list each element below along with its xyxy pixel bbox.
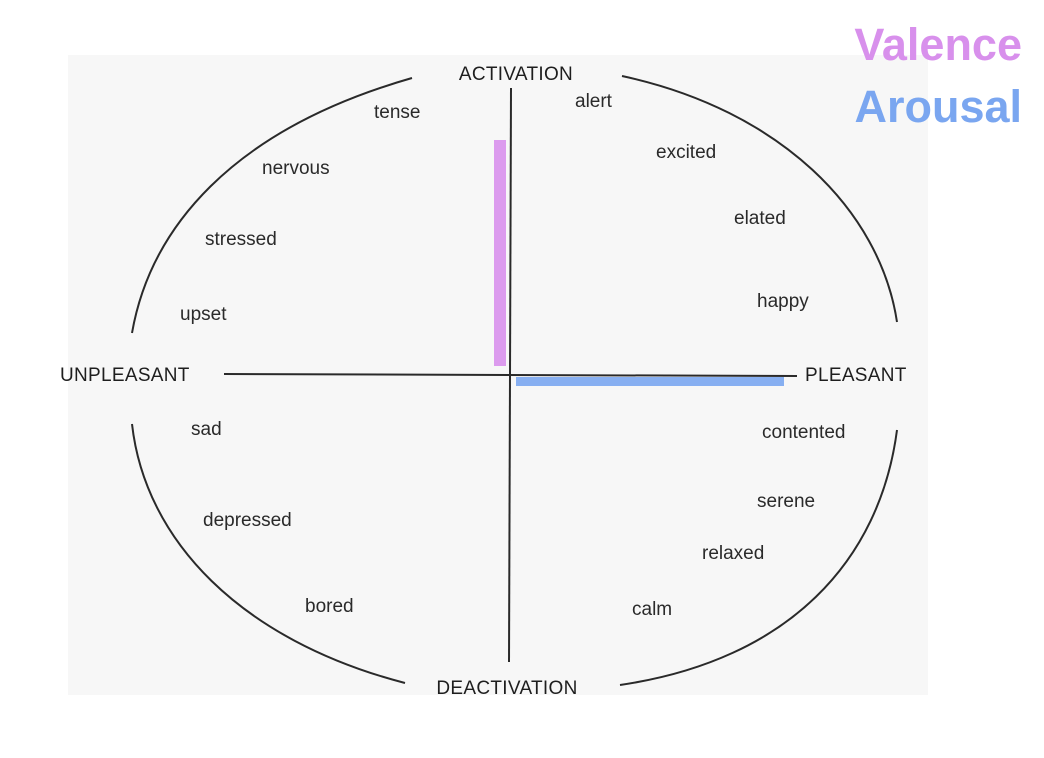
word-contented: contented [762,422,845,443]
outline-arc-top-right [621,75,898,323]
horizontal-axis [223,373,798,377]
word-alert: alert [575,91,613,112]
word-excited: excited [656,142,716,163]
word-tense: tense [374,102,420,123]
word-nervous: nervous [262,158,330,179]
word-calm: calm [632,599,672,620]
word-depressed: depressed [203,510,292,531]
legend-valence: Valence [854,19,1022,70]
word-sad: sad [191,419,222,440]
word-elated: elated [734,208,786,229]
outline-arc-bottom-right [619,429,898,686]
axis-label-left: UNPLEASANT [60,365,190,386]
valence-highlight-stroke [494,140,506,366]
word-upset: upset [180,304,227,325]
axis-label-top: ACTIVATION [459,64,573,85]
word-relaxed: relaxed [702,543,764,564]
word-stressed: stressed [205,229,277,250]
axis-label-bottom: DEACTIVATION [436,678,577,699]
legend-arousal: Arousal [854,81,1022,132]
word-serene: serene [757,491,815,512]
arousal-highlight-stroke [516,377,784,386]
word-bored: bored [305,596,354,617]
word-happy: happy [757,291,809,312]
circumplex-outline [131,75,898,686]
outline-arc-bottom-left [131,423,406,684]
axis-label-right: PLEASANT [805,365,907,386]
outline-arc-top-left [131,77,413,334]
